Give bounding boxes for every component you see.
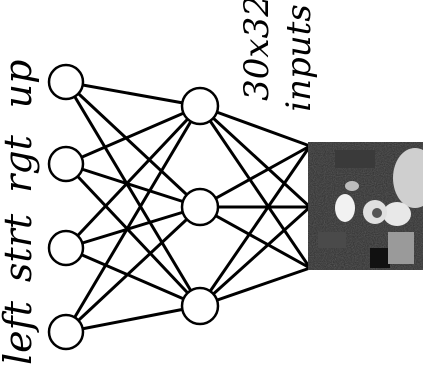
connection-out3-hid1 (64, 205, 202, 334)
output-node-left (47, 313, 85, 351)
output-label-left: left (0, 300, 40, 365)
output-label-strt: strt (0, 213, 40, 282)
connection-hid0-input1 (198, 104, 312, 209)
connection-out2-hid0 (64, 104, 202, 250)
input-caption-size: 30x32 (237, 0, 277, 101)
connection-out1-hid1 (65, 162, 201, 209)
input-caption-inputs: inputs (279, 4, 319, 112)
input-image (308, 142, 423, 270)
connection-out1-hid2 (64, 162, 202, 308)
hidden-layer (180, 86, 220, 326)
output-node-rgt (47, 145, 85, 183)
output-label-rgt: rgt (0, 134, 40, 192)
connection-hid1-input2 (199, 205, 311, 270)
connection-out0-hid0 (65, 80, 201, 108)
connection-out0-hid2 (64, 81, 202, 307)
connection-hid0-input2 (198, 105, 312, 269)
input-caption: 30x32 inputs (237, 0, 319, 112)
output-to-hidden-connections (64, 80, 202, 334)
connection-out1-hid0 (65, 104, 201, 166)
connection-hid1-input0 (199, 144, 311, 209)
connection-hid2-input0 (198, 145, 312, 307)
hidden-node-2 (180, 187, 220, 227)
hidden-to-input-connections (198, 104, 312, 308)
connection-hid0-input0 (199, 104, 311, 148)
connection-out3-hid0 (64, 105, 202, 333)
connection-out2-hid1 (65, 205, 201, 250)
connection-hid2-input2 (199, 266, 311, 308)
output-label-up: up (0, 60, 40, 109)
connection-out3-hid2 (65, 304, 201, 334)
output-node-up (47, 63, 85, 101)
connection-out0-hid1 (64, 80, 202, 209)
output-node-strt (47, 229, 85, 267)
output-layer (47, 63, 85, 351)
hidden-node-3 (180, 286, 220, 326)
hidden-node-1 (180, 86, 220, 126)
connection-hid2-input1 (198, 205, 312, 308)
connection-out2-hid2 (65, 246, 201, 308)
output-labels: up rgt strt left (0, 60, 40, 365)
